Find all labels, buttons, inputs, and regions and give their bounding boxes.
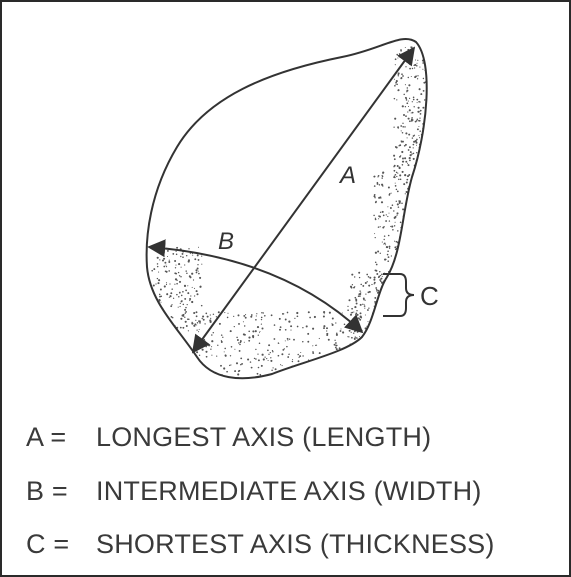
legend-key-b: B =: [26, 476, 68, 506]
particle-axes-diagram: A B C: [145, 37, 439, 380]
legend-row-b: B = INTERMEDIATE AXIS (WIDTH): [26, 476, 482, 507]
legend-key-c: C =: [26, 529, 70, 559]
axis-c-label: C: [420, 281, 439, 311]
legend-key-a: A =: [26, 422, 67, 452]
axis-a-arrow: [191, 46, 416, 354]
axis-b-arrow: [147, 239, 364, 334]
axis-a-label: A: [338, 162, 356, 189]
legend-text-b: INTERMEDIATE AXIS (WIDTH): [96, 476, 482, 506]
pebble-shading: [151, 46, 427, 379]
legend-text-c: SHORTEST AXIS (THICKNESS): [96, 529, 495, 559]
legend-row-c: C = SHORTEST AXIS (THICKNESS): [26, 529, 495, 560]
axis-b-label: B: [218, 228, 234, 255]
legend-text-a: LONGEST AXIS (LENGTH): [96, 422, 432, 452]
axis-c-bracket: [383, 273, 415, 317]
legend-row-a: A = LONGEST AXIS (LENGTH): [26, 422, 431, 453]
